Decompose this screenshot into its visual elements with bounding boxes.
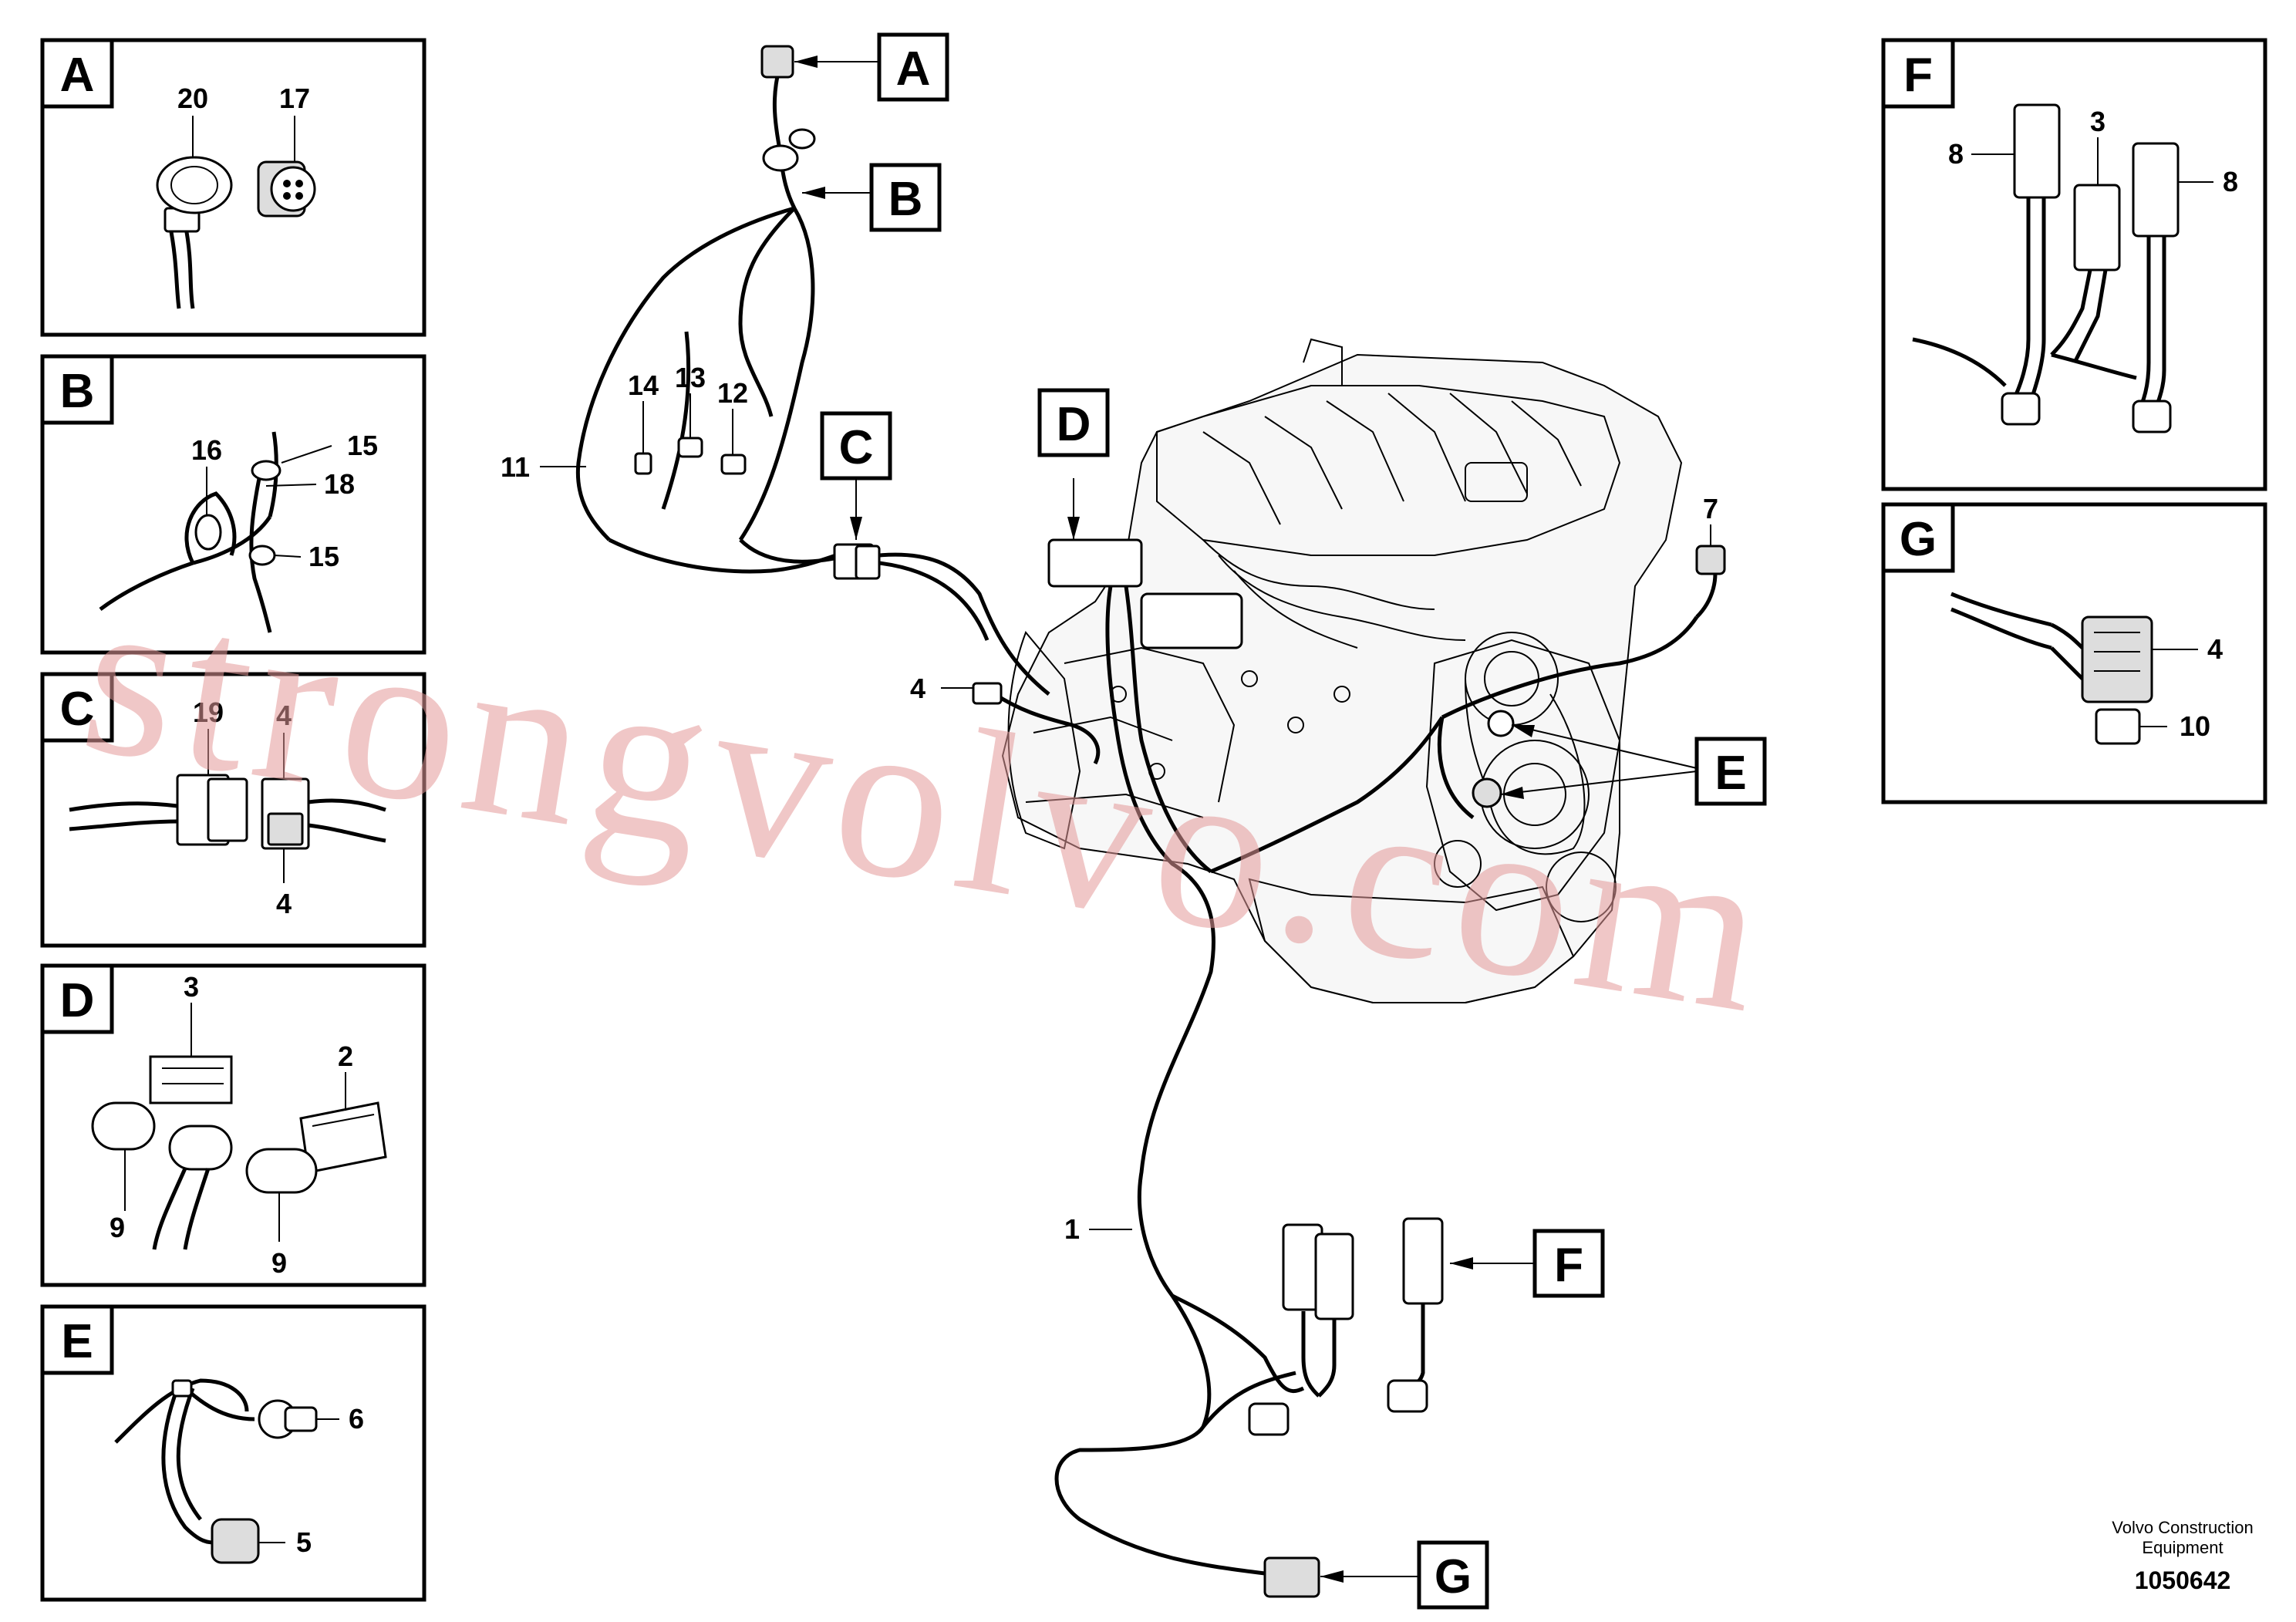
main-connectors bbox=[634, 45, 1726, 1598]
callout-tag-g bbox=[1417, 1540, 1489, 1610]
panel-d-label-9b: 9 bbox=[271, 1247, 287, 1279]
panel-b-label-18: 18 bbox=[324, 468, 355, 500]
main-part-labels: 11 14 13 12 4 7 1 bbox=[501, 362, 1718, 1245]
panel-a-letter: A bbox=[60, 49, 95, 102]
label-4: 4 bbox=[910, 673, 925, 704]
panel-d-label-9a: 9 bbox=[110, 1212, 125, 1243]
engine-illustration bbox=[1001, 338, 1683, 1003]
detail-panel-e: E 6 5 bbox=[40, 1304, 426, 1602]
label-11: 11 bbox=[501, 451, 530, 483]
detail-panel-b: B 16 15 18 15 bbox=[40, 354, 426, 655]
panel-a-label-20: 20 bbox=[177, 83, 208, 114]
label-14: 14 bbox=[628, 369, 659, 401]
callout-g-letter: G bbox=[1435, 1550, 1472, 1603]
brand-line-1: Volvo Construction bbox=[2112, 1518, 2253, 1537]
detail-panel-f: F 8 3 8 bbox=[1881, 38, 2267, 491]
panel-f-label-8b: 8 bbox=[2223, 166, 2238, 197]
detail-panel-d: D 3 2 9 9 bbox=[40, 963, 426, 1287]
callout-tag-c bbox=[820, 411, 892, 481]
callout-f-letter: F bbox=[1554, 1239, 1583, 1292]
panel-g-label-10: 10 bbox=[2180, 710, 2210, 742]
panel-d-letter: D bbox=[60, 974, 95, 1027]
panel-c-label-19: 19 bbox=[193, 696, 224, 728]
panel-f-label-8a: 8 bbox=[1948, 138, 1964, 170]
detail-panel-c: C 19 4 4 bbox=[40, 672, 426, 948]
panel-c-label-4b: 4 bbox=[276, 888, 292, 919]
panel-e-letter: E bbox=[61, 1315, 93, 1368]
panel-e-label-6: 6 bbox=[349, 1403, 364, 1435]
label-13: 13 bbox=[675, 362, 706, 393]
panel-f-label-3: 3 bbox=[2090, 106, 2106, 137]
callout-e-letter: E bbox=[1714, 747, 1746, 800]
callout-tag-a bbox=[877, 32, 949, 102]
panel-b-letter: B bbox=[60, 365, 95, 418]
callout-tag-f bbox=[1532, 1229, 1605, 1298]
panel-g-label-4: 4 bbox=[2207, 633, 2223, 665]
panel-b-label-15a: 15 bbox=[347, 430, 378, 461]
callout-b-letter: B bbox=[888, 173, 923, 226]
panel-c-label-4a: 4 bbox=[276, 700, 292, 731]
detail-panel-g: G 4 10 bbox=[1881, 502, 2267, 804]
panel-a-label-17: 17 bbox=[279, 83, 310, 114]
document-number: 1050642 bbox=[2135, 1566, 2231, 1594]
panel-b-label-16: 16 bbox=[191, 434, 222, 466]
main-leaders bbox=[540, 56, 1711, 1583]
callout-d-letter: D bbox=[1057, 398, 1091, 451]
label-12: 12 bbox=[717, 377, 748, 409]
panel-b-label-15b: 15 bbox=[308, 541, 339, 572]
callout-tag-b bbox=[869, 163, 942, 232]
label-1: 1 bbox=[1064, 1213, 1080, 1245]
callout-tags: A B C D E F G bbox=[820, 32, 1767, 1610]
brand-line-2: Equipment bbox=[2142, 1538, 2223, 1557]
callout-tag-d bbox=[1037, 388, 1110, 457]
main-harness bbox=[575, 69, 1718, 1576]
panel-d-label-2: 2 bbox=[338, 1040, 353, 1072]
detail-panel-a: A 20 17 bbox=[40, 38, 426, 337]
callout-c-letter: C bbox=[839, 421, 874, 474]
callout-a-letter: A bbox=[896, 42, 931, 96]
panel-d-label-3: 3 bbox=[184, 971, 199, 1003]
panel-e-label-5: 5 bbox=[296, 1526, 312, 1558]
panel-f-letter: F bbox=[1903, 49, 1933, 102]
panel-g-letter: G bbox=[1900, 513, 1937, 566]
label-7: 7 bbox=[1703, 493, 1718, 524]
panel-c-letter: C bbox=[60, 683, 95, 736]
callout-tag-e bbox=[1694, 737, 1767, 806]
